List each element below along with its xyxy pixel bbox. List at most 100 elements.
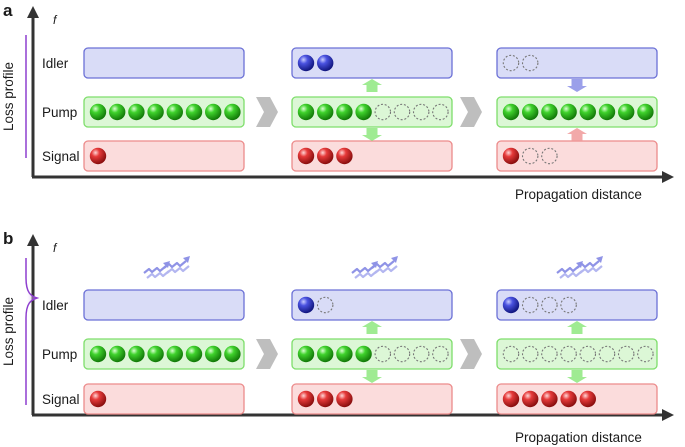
- pump-photon: [541, 103, 558, 121]
- signal-photon: [336, 147, 353, 165]
- x-axis-arrowhead: [662, 171, 674, 183]
- pump-photon: [128, 345, 145, 363]
- pump-to-idler-arrow: [567, 321, 587, 334]
- loss-profile-label: Loss profile: [1, 297, 16, 366]
- row-label-idler: Idler: [42, 56, 69, 71]
- pump-empty-photon-slot: [617, 345, 635, 363]
- row-label-pump: Pump: [42, 347, 77, 362]
- x-axis-label: Propagation distance: [515, 430, 642, 445]
- pump-box-stage-1: [83, 338, 245, 370]
- signal-photon: [317, 390, 334, 408]
- radiation-loss-icon: [143, 265, 167, 274]
- radiation-arrowhead: [596, 256, 603, 263]
- signal-box-stage-1: [83, 140, 245, 172]
- radiation-arrowhead: [391, 256, 398, 263]
- idler-to-pump-arrow: [567, 79, 587, 92]
- idler-empty-photon-slot: [316, 296, 334, 314]
- stage-chevron-2: [460, 97, 482, 127]
- radiation-loss-icon: [556, 265, 580, 274]
- signal-photon: [336, 390, 353, 408]
- pump-photon: [205, 103, 222, 121]
- pump-photon: [128, 103, 145, 121]
- radiation-loss-icon: [166, 265, 190, 274]
- idler-photon: [502, 296, 520, 314]
- pump-photon: [109, 345, 126, 363]
- pump-photon: [317, 345, 334, 363]
- pump-empty-photon-slot: [374, 345, 392, 363]
- signal-photon: [297, 390, 315, 408]
- y-axis-arrowhead: [27, 234, 39, 246]
- pump-empty-photon-slot: [560, 345, 577, 363]
- signal-box-stage-3: [496, 383, 658, 415]
- stage-chevron-2: [460, 339, 482, 369]
- x-axis-label: Propagation distance: [515, 187, 642, 202]
- pump-photon: [560, 103, 577, 121]
- stage-chevron-1: [256, 339, 278, 369]
- idler-empty-photon-slot: [521, 296, 539, 314]
- signal-photon: [502, 147, 520, 165]
- signal-photon: [560, 390, 577, 408]
- signal-box-stage-3: [496, 140, 658, 172]
- radiation-loss-icon: [374, 265, 398, 274]
- pump-photon: [297, 103, 315, 121]
- pump-photon: [297, 345, 315, 363]
- pump-photon: [336, 103, 353, 121]
- pump-photon: [637, 103, 654, 121]
- radiation-loss-icon: [163, 260, 187, 269]
- pump-photon: [185, 103, 203, 121]
- x-axis-arrowhead: [662, 409, 674, 421]
- pump-photon: [355, 345, 372, 363]
- loss-profile-curve: [25, 258, 40, 405]
- pump-empty-photon-slot: [432, 345, 449, 363]
- idler-photon: [317, 54, 334, 72]
- idler-photon: [297, 54, 315, 72]
- pump-photon: [317, 103, 334, 121]
- pump-empty-photon-slot: [541, 345, 558, 363]
- idler-box-stage-2: [291, 289, 453, 321]
- y-axis-arrowhead: [27, 6, 39, 18]
- pump-empty-photon-slot: [579, 345, 597, 363]
- idler-empty-photon-slot: [560, 296, 577, 314]
- pump-photon: [579, 103, 596, 121]
- pump-photon: [205, 345, 222, 363]
- idler-box-stage-2: [291, 47, 453, 79]
- pump-empty-photon-slot: [502, 345, 520, 363]
- pump-photon: [618, 103, 635, 121]
- pump-empty-photon-slot: [432, 103, 449, 121]
- pump-photon: [522, 103, 539, 121]
- signal-empty-photon-slot: [541, 147, 558, 165]
- idler-box-stage-1: [83, 289, 245, 321]
- pump-to-signal-arrow: [362, 370, 382, 383]
- signal-box-stage-2: [291, 383, 453, 415]
- pump-photon: [89, 345, 107, 363]
- pump-photon: [109, 103, 126, 121]
- signal-box-stage-2: [291, 140, 453, 172]
- pump-empty-photon-slot: [374, 103, 392, 121]
- row-label-idler: Idler: [42, 298, 69, 313]
- pump-photon: [598, 103, 616, 121]
- signal-box-stage-1: [83, 383, 245, 415]
- frequency-axis-label: f: [53, 241, 58, 255]
- signal-photon: [89, 390, 107, 408]
- idler-empty-photon-slot: [521, 54, 539, 72]
- radiation-loss-icon: [579, 265, 603, 274]
- pump-box-stage-2: [291, 338, 453, 370]
- signal-photon: [317, 147, 334, 165]
- signal-photon: [579, 390, 596, 408]
- frequency-axis-label: f: [53, 13, 58, 27]
- pump-box-stage-3: [496, 338, 658, 370]
- pump-empty-photon-slot: [598, 345, 616, 363]
- radiation-loss-icon: [146, 270, 170, 279]
- idler-box-stage-3: [496, 289, 658, 321]
- radiation-arrowhead: [163, 261, 170, 268]
- stage-chevron-1: [256, 97, 278, 127]
- radiation-loss-icon: [559, 270, 583, 279]
- idler-empty-photon-slot: [541, 296, 558, 314]
- panel-letter: a: [3, 1, 13, 20]
- radiation-loss-icon: [576, 260, 600, 269]
- pump-empty-photon-slot: [393, 345, 411, 363]
- pump-to-signal-arrow: [567, 370, 587, 383]
- pump-empty-photon-slot: [412, 103, 430, 121]
- signal-photon: [541, 390, 558, 408]
